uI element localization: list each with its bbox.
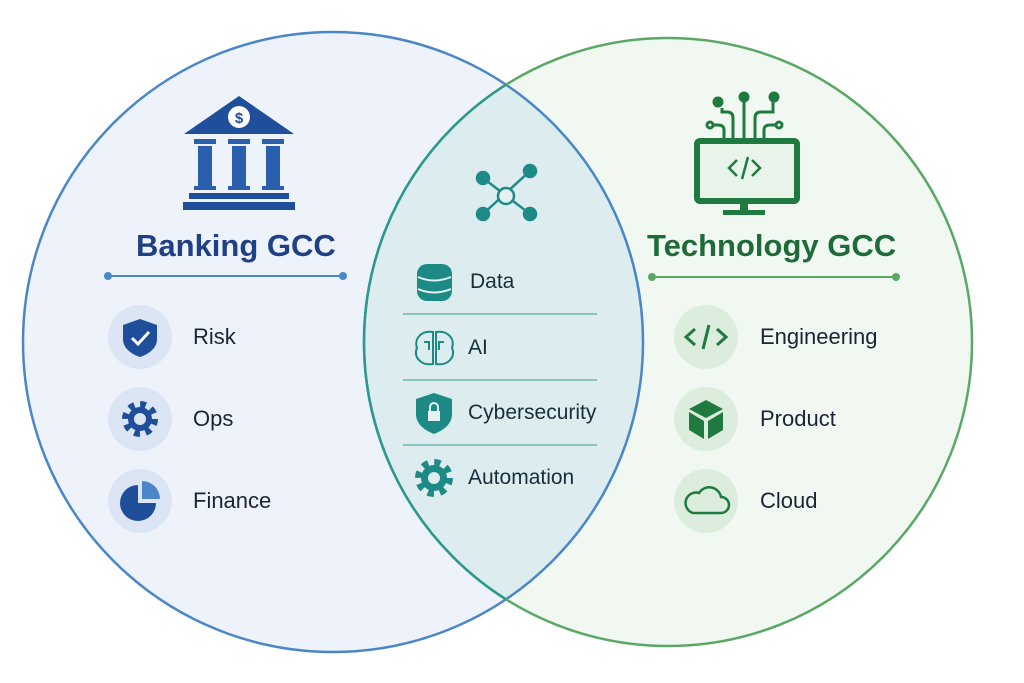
cloud-icon-badge [674, 469, 738, 533]
finance-icon-badge [108, 469, 172, 533]
banking-gcc-title: Banking GCC [136, 228, 336, 263]
shared-item-data: Data [470, 270, 515, 293]
banking-item-finance: Finance [193, 488, 272, 513]
technology-gcc-title: Technology GCC [647, 228, 897, 263]
automation-gear-icon [415, 459, 453, 497]
network-icon [475, 163, 538, 222]
svg-text:$: $ [235, 110, 244, 127]
gear-icon [122, 401, 158, 437]
code-icon [683, 324, 729, 350]
brain-icon [414, 330, 455, 366]
monitor-code-icon [694, 91, 800, 215]
pie-chart-icon [120, 481, 160, 521]
shield-check-icon [123, 319, 157, 357]
banking-item-ops: Ops [193, 406, 234, 431]
shared-item-cybersecurity: Cybersecurity [468, 401, 597, 424]
shared-item-ai: AI [468, 336, 488, 359]
technology-item-cloud: Cloud [760, 488, 818, 513]
technology-divider [648, 273, 900, 281]
database-icon [417, 264, 452, 301]
technology-item-engineering: Engineering [760, 324, 878, 349]
banking-item-risk: Risk [193, 324, 236, 349]
overlap-region [364, 38, 643, 646]
overlap-outline [362, 36, 643, 648]
product-icon-badge [674, 387, 738, 451]
banking-divider [104, 272, 347, 280]
shield-lock-icon [416, 393, 452, 434]
banking-circle-outline [21, 30, 645, 654]
cube-icon [689, 400, 723, 439]
technology-item-product: Product [760, 406, 836, 431]
cloud-icon [684, 486, 731, 515]
shared-item-automation: Automation [468, 466, 575, 489]
bank-icon: $ [183, 96, 295, 210]
